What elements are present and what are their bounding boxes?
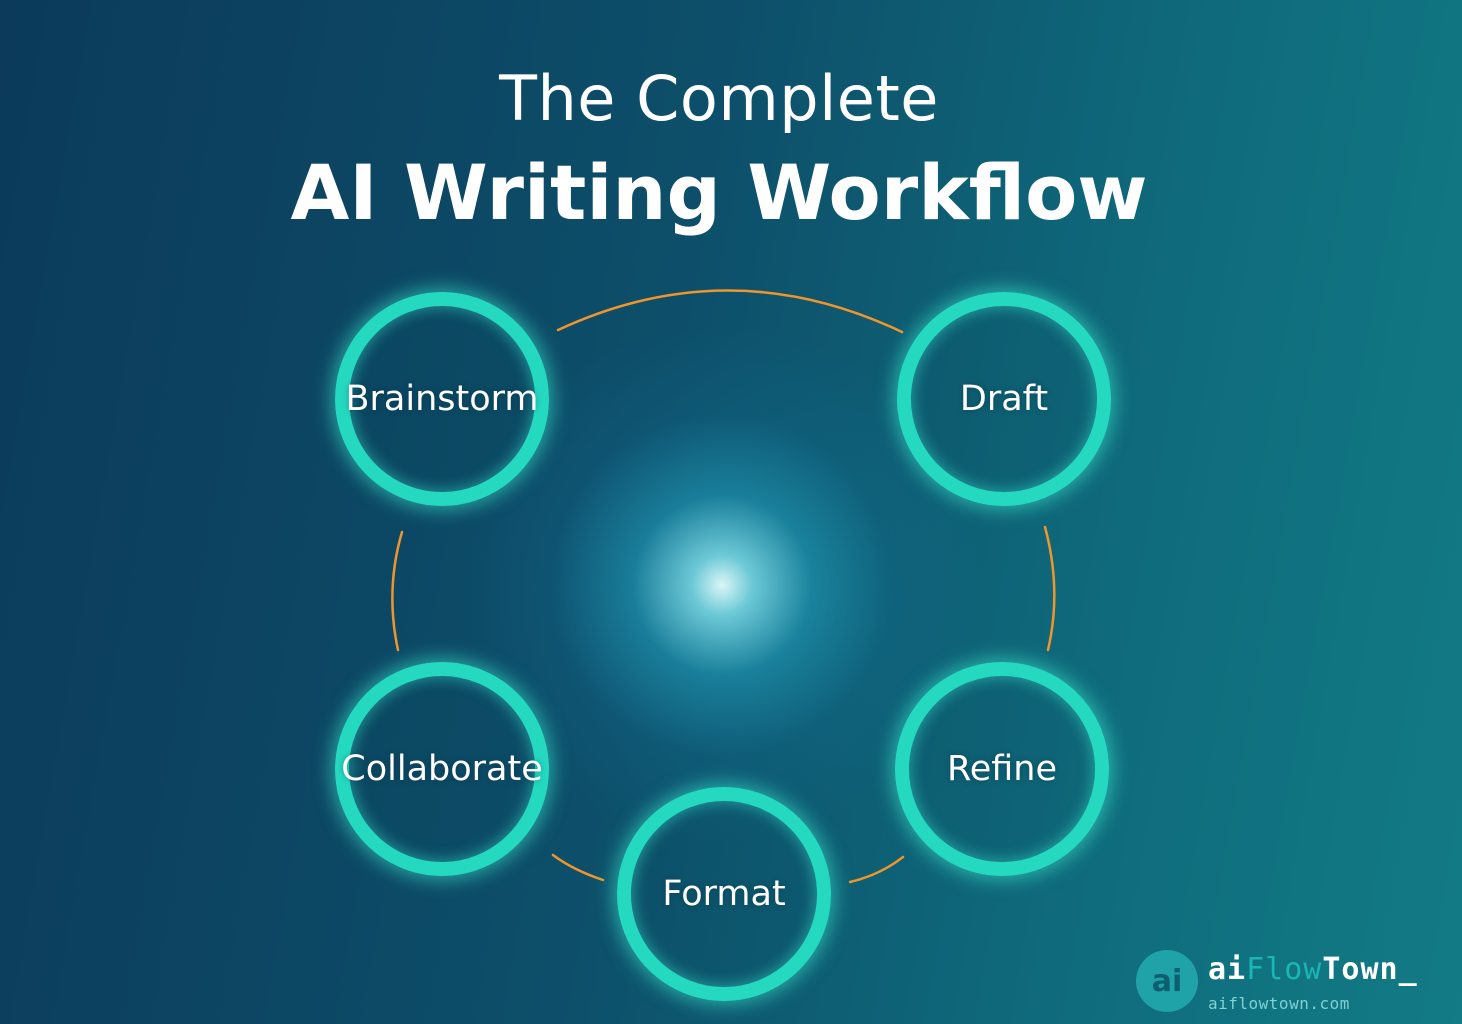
- brand-name: aiFlowTown_: [1208, 952, 1418, 987]
- connector-collaborate-brainstorm: [391, 530, 404, 652]
- step-label-format: Format: [662, 874, 786, 914]
- brand-badge-icon: ai: [1136, 950, 1198, 1012]
- brand-logo: ai aiFlowTown_ aiflowtown.com: [1136, 946, 1456, 1016]
- step-label-draft: Draft: [959, 379, 1049, 419]
- step-node-collaborate: Collaborate: [335, 662, 549, 876]
- connector-format-collaborate: [551, 853, 605, 882]
- step-node-format: Format: [617, 787, 831, 1001]
- step-node-refine: Refine: [895, 662, 1109, 876]
- title-line-1: The Complete: [499, 62, 939, 135]
- step-node-brainstorm: Brainstorm: [335, 292, 549, 506]
- brand-name-part2: Flow: [1246, 952, 1323, 987]
- connector-draft-refine: [1043, 525, 1056, 652]
- brand-url: aiflowtown.com: [1208, 994, 1350, 1013]
- connector-refine-format: [848, 855, 905, 884]
- brand-name-part1: ai: [1208, 952, 1247, 987]
- connector-brainstorm-draft: [556, 289, 904, 334]
- title-line-2: AI Writing Workflow: [290, 148, 1148, 237]
- step-label-collaborate: Collaborate: [341, 749, 543, 789]
- step-node-draft: Draft: [897, 292, 1111, 506]
- step-label-refine: Refine: [946, 749, 1058, 789]
- step-label-brainstorm: Brainstorm: [345, 379, 539, 419]
- brand-name-part3: Town_: [1322, 952, 1418, 987]
